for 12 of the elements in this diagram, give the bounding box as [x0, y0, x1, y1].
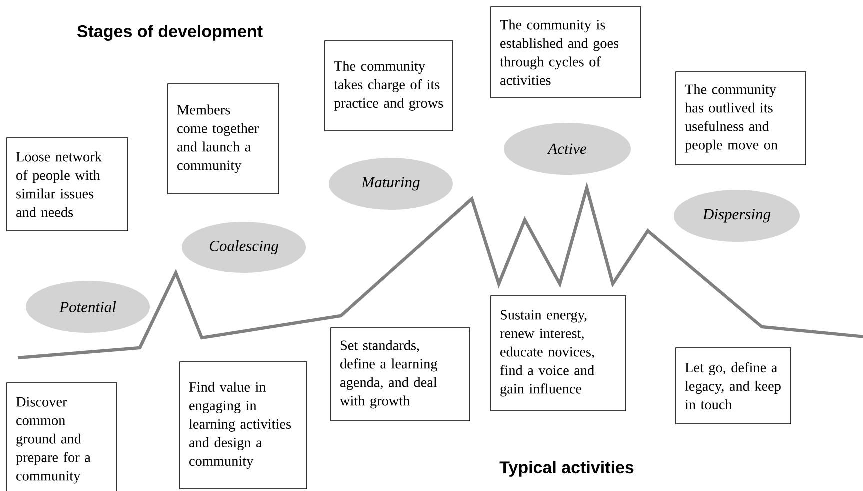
- text-box: Set standards, define a learning agenda, and deal with growth: [330, 328, 470, 422]
- text-box: Discover common ground and prepare for a community: [6, 382, 118, 491]
- text-box: The community takes charge of its practice and grows: [324, 40, 454, 132]
- text-box: Members come together and launch a community: [168, 84, 280, 194]
- text-box: Sustain energy, renew interest, educate novices, find a voice and gain influence: [490, 296, 626, 412]
- text-box: Find value in engaging in learning activities and design a community: [180, 362, 308, 490]
- text-box: Let go, define a legacy, and keep in touch: [676, 348, 792, 424]
- text-box: Loose network of people with similar issues and needs: [6, 138, 128, 232]
- text-box: The community is established and goes through cycles of activities: [490, 6, 642, 98]
- heading: Stages of development: [77, 25, 263, 41]
- text-box: The community has outlived its usefulness and people move on: [676, 72, 806, 166]
- heading: Typical activities: [500, 461, 634, 477]
